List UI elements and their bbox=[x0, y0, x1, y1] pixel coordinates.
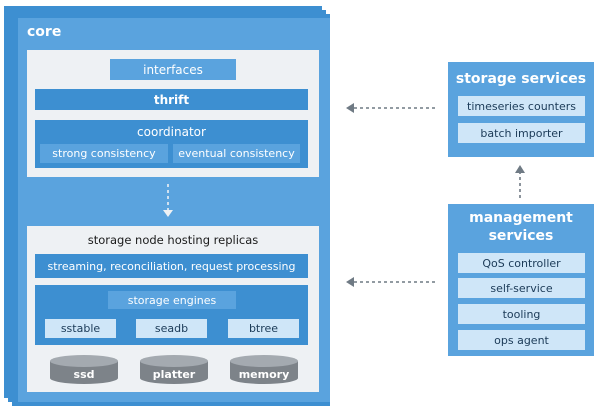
left-arrow-icon bbox=[346, 277, 435, 287]
management-services-title-line1: management bbox=[469, 210, 573, 226]
streaming-bar: streaming, reconciliation, request proce… bbox=[35, 254, 308, 278]
memory-disk-icon bbox=[230, 355, 298, 384]
service-timeseries-counters: timeseries counters bbox=[458, 96, 585, 116]
engine-seadb: seadb bbox=[136, 319, 207, 338]
left-arrow-icon bbox=[346, 103, 435, 113]
service-ops-agent: ops agent bbox=[458, 330, 585, 350]
eventual-consistency: eventual consistency bbox=[173, 144, 300, 163]
disk-label-platter: platter bbox=[152, 367, 196, 381]
interfaces-label: interfaces bbox=[110, 59, 236, 80]
engine-btree: btree bbox=[228, 319, 299, 338]
storage-node-title: storage node hosting replicas bbox=[87, 233, 259, 247]
storage-services-title: storage services bbox=[455, 70, 587, 87]
core-title: core bbox=[27, 24, 62, 40]
down-arrow-icon bbox=[163, 184, 173, 217]
management-services-title-line2: services bbox=[488, 228, 554, 244]
strong-consistency: strong consistency bbox=[40, 144, 168, 163]
service-batch-importer: batch importer bbox=[458, 123, 585, 143]
engine-sstable: sstable bbox=[45, 319, 116, 338]
coordinator-title: coordinator bbox=[137, 124, 206, 139]
disk-label-memory: memory bbox=[238, 367, 290, 381]
thrift-bar: thrift bbox=[35, 89, 308, 110]
service-self-service: self-service bbox=[458, 278, 585, 298]
service-tooling: tooling bbox=[458, 304, 585, 324]
up-arrow-icon bbox=[515, 165, 525, 198]
disk-label-ssd: ssd bbox=[73, 367, 95, 381]
ssd-disk-icon bbox=[50, 355, 118, 384]
storage-engines-title: storage engines bbox=[108, 291, 236, 309]
platter-disk-icon bbox=[140, 355, 208, 384]
service-qos-controller: QoS controller bbox=[458, 253, 585, 273]
